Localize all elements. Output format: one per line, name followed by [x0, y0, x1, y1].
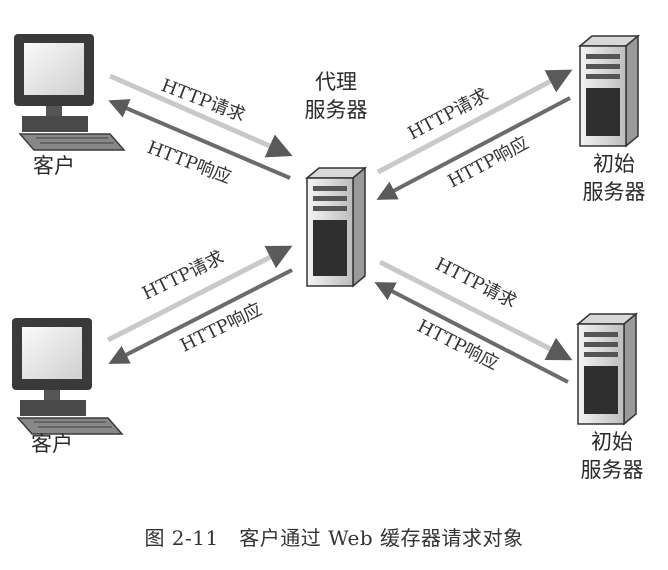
- proxy-server-icon: [304, 166, 368, 288]
- client-computer-icon: [12, 318, 124, 435]
- origin-server-icon: [577, 34, 641, 148]
- origin-server-icon: [575, 312, 639, 426]
- response-arrow: [376, 96, 571, 200]
- origin-server-label: 初始 服务器: [582, 152, 646, 204]
- response-arrow: [108, 268, 293, 364]
- client-label: 客户: [31, 432, 73, 456]
- response-arrow: [374, 282, 569, 384]
- client-label: 客户: [33, 154, 75, 178]
- edge-label-request: HTTP请求: [139, 247, 227, 305]
- request-arrow: [376, 69, 573, 175]
- request-arrow: [108, 73, 293, 158]
- request-arrow: [378, 259, 573, 361]
- client-computer-icon: [14, 34, 126, 151]
- edge-label-response: HTTP响应: [144, 137, 234, 188]
- request-arrow: [106, 245, 293, 343]
- figure-caption: 图 2-11 客户通过 Web 缓存器请求对象: [144, 526, 524, 550]
- origin-server-label: 初始 服务器: [580, 430, 644, 482]
- response-arrow: [108, 99, 291, 180]
- edge-label-request: HTTP请求: [432, 254, 520, 313]
- proxy-server-label: 代理 服务器: [304, 70, 368, 122]
- web-cache-diagram: HTTP请求 HTTP响应 HTTP请求 HTTP响应 HTTP请求 HTTP响…: [12, 34, 641, 435]
